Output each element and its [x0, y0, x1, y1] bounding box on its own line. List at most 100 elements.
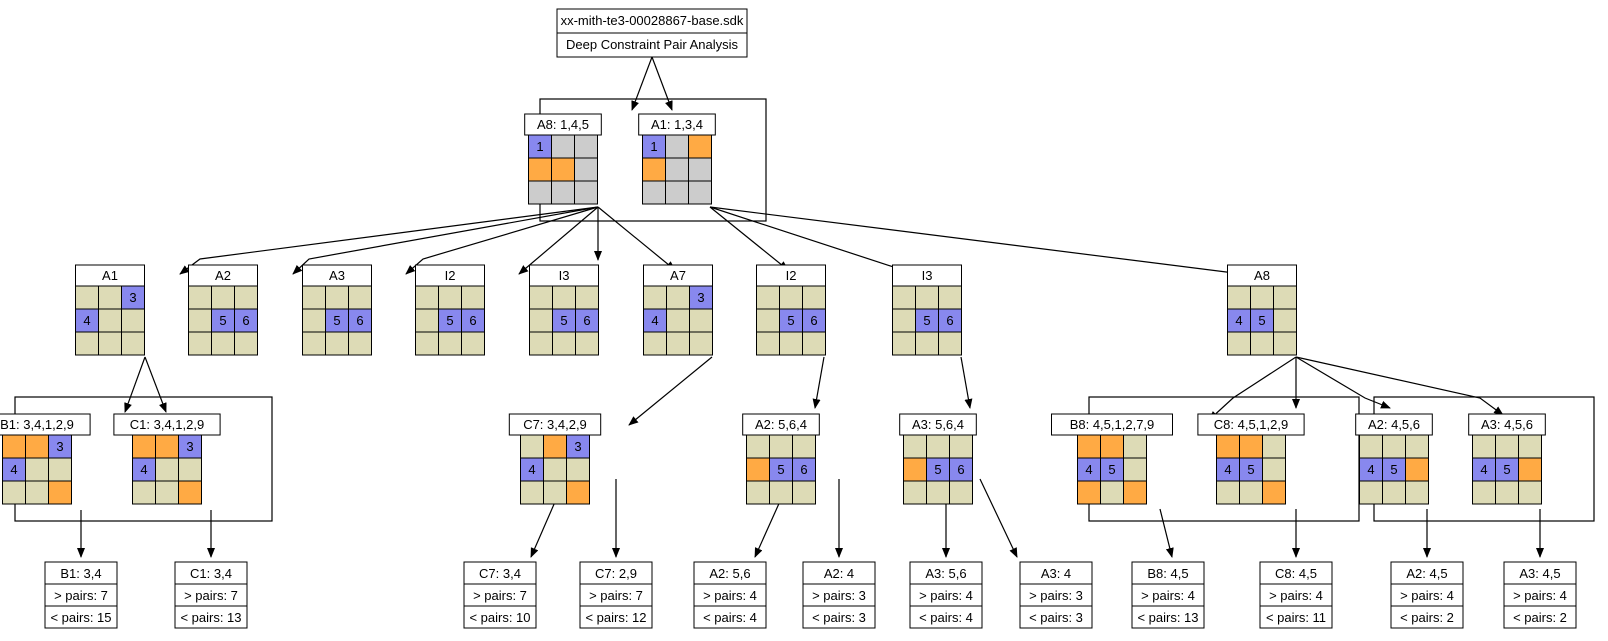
grid-cell	[1495, 434, 1519, 459]
grid-cell	[155, 434, 179, 459]
grid-cell-value: 5	[787, 313, 794, 328]
greater-pairs-label: > pairs: 4	[1513, 588, 1567, 603]
grid-title: A2: 4,5,6	[1368, 417, 1420, 432]
lesser-pairs-label: < pairs: 10	[469, 610, 530, 625]
grid-cell	[551, 157, 575, 182]
lesser-pairs-label: < pairs: 2	[1513, 610, 1567, 625]
grid-title: A1	[102, 268, 118, 283]
grid-cell	[926, 480, 950, 505]
grid-cell	[689, 331, 713, 356]
grid-cell-value: 4	[1480, 462, 1487, 477]
grid-cell	[98, 308, 122, 333]
grid-cell	[926, 434, 950, 459]
pair-count-box	[1019, 561, 1093, 629]
greater-pairs-label: > pairs: 7	[589, 588, 643, 603]
grid-cell	[802, 285, 826, 310]
grid-cell	[529, 285, 553, 310]
grid-cell	[1123, 434, 1147, 459]
grid-cell	[1273, 308, 1297, 333]
grid-cell	[756, 331, 780, 356]
lesser-pairs-label: < pairs: 13	[180, 610, 241, 625]
pair-count-title: C7: 2,9	[595, 566, 637, 581]
grid-cell	[1216, 434, 1240, 459]
grid-cell	[132, 434, 156, 459]
pair-count-title: C8: 4,5	[1275, 566, 1317, 581]
grid-cell-value: 4	[1085, 462, 1092, 477]
greater-pairs-label: > pairs: 3	[812, 588, 866, 603]
grid-cell	[25, 434, 49, 459]
grid-cell-value: 5	[1108, 462, 1115, 477]
grid-cell	[543, 457, 567, 482]
grid-cell	[915, 331, 939, 356]
grid-cell-value: 5	[333, 313, 340, 328]
grid-cell	[1227, 285, 1251, 310]
grid-cell	[949, 434, 973, 459]
grid-cell-value: 5	[923, 313, 930, 328]
grid-cell	[746, 434, 770, 459]
greater-pairs-label: > pairs: 4	[1141, 588, 1195, 603]
grid-title: A2: 5,6,4	[755, 417, 807, 432]
pair-count-box	[1259, 561, 1333, 629]
grid-cell	[438, 331, 462, 356]
grid-cell	[574, 157, 598, 182]
edge-arrow	[628, 356, 713, 426]
grid-cell-value: 6	[957, 462, 964, 477]
grid-cell	[746, 480, 770, 505]
grid-cell	[566, 457, 590, 482]
greater-pairs-label: > pairs: 4	[1269, 588, 1323, 603]
pair-count-title: A2: 4,5	[1406, 566, 1447, 581]
pair-count-title: A2: 5,6	[709, 566, 750, 581]
greater-pairs-label: > pairs: 7	[184, 588, 238, 603]
greater-pairs-label: > pairs: 7	[473, 588, 527, 603]
grid-cell	[302, 285, 326, 310]
grid-cell	[689, 308, 713, 333]
grid-cell-value: 6	[583, 313, 590, 328]
lesser-pairs-label: < pairs: 3	[1029, 610, 1083, 625]
grid-title: A2	[215, 268, 231, 283]
edge-arrow	[405, 206, 599, 275]
grid-cell	[75, 285, 99, 310]
grid-cell	[415, 285, 439, 310]
edge-arrow	[1159, 508, 1174, 558]
pair-count-node-a2b: A2: 4> pairs: 3< pairs: 3	[802, 561, 876, 629]
edge-arrow	[709, 206, 922, 278]
grid-cell	[1405, 480, 1429, 505]
header-node: xx-mith-te3-00028867-base.sdk Deep Const…	[556, 8, 748, 58]
grid-cell	[903, 434, 927, 459]
grid-cell	[688, 157, 712, 182]
grid-cell	[666, 331, 690, 356]
grid-cell-value: 6	[810, 313, 817, 328]
grid-cell	[756, 308, 780, 333]
greater-pairs-label: > pairs: 4	[703, 588, 757, 603]
grid-cell	[802, 331, 826, 356]
grid-cell-value: 4	[140, 462, 147, 477]
grid-cell-value: 5	[1247, 462, 1254, 477]
edge-arrow	[1295, 356, 1391, 409]
lesser-pairs-label: < pairs: 4	[703, 610, 757, 625]
grid-title: C8: 4,5,1,2,9	[1214, 417, 1288, 432]
edge-arrow	[651, 56, 673, 111]
grid-cell-value: 4	[83, 313, 90, 328]
pair-count-box	[1131, 561, 1205, 629]
greater-pairs-label: > pairs: 7	[54, 588, 108, 603]
grid-cell	[688, 180, 712, 205]
grid-cell	[132, 480, 156, 505]
grid-cell-value: 5	[446, 313, 453, 328]
grid-cell-value: 5	[219, 313, 226, 328]
grid-node-c7: C7: 3,4,2,934	[508, 413, 602, 505]
grid-cell-value: 5	[934, 462, 941, 477]
grid-title: B1: 3,4,1,2,9	[0, 417, 74, 432]
grid-cell	[665, 157, 689, 182]
grid-cell	[1250, 331, 1274, 356]
grid-cell	[543, 480, 567, 505]
grid-cell-value: 1	[536, 139, 543, 154]
grid-cell-value: 6	[800, 462, 807, 477]
grid-cell	[325, 331, 349, 356]
